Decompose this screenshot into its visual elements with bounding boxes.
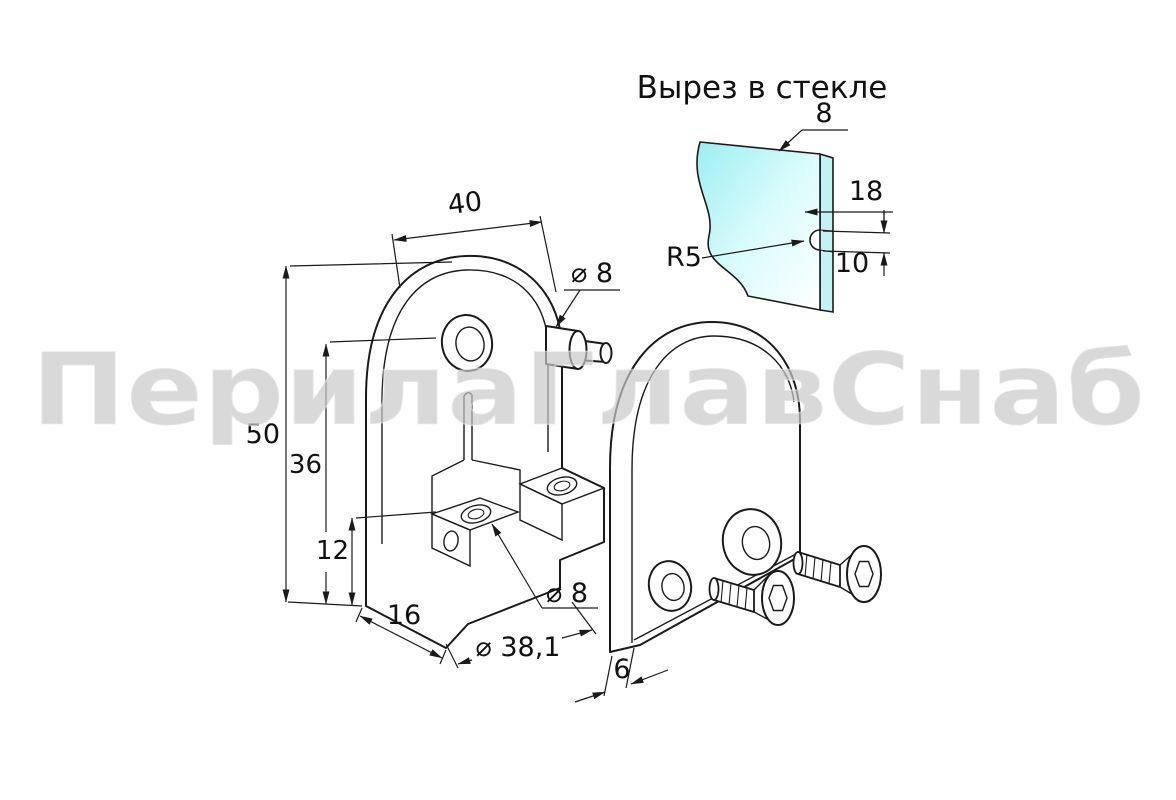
dim-bore-ext — [445, 601, 597, 669]
block-b-front — [519, 482, 563, 542]
dim-bore-label: ⌀ 38,1 — [476, 632, 561, 663]
watermark: ПерилаГлавСнаб — [31, 331, 1145, 448]
block-a-front-hole — [443, 530, 459, 552]
right-clamp-edge-line — [631, 335, 795, 643]
right-hole-1-inner — [661, 572, 685, 602]
block-a-front — [431, 512, 471, 568]
pin-collar-end — [568, 330, 588, 370]
dim-16-ext — [355, 607, 447, 665]
left-clamp-half — [365, 254, 606, 649]
dim-bore-line-a — [457, 657, 473, 665]
screw-2-threads — [804, 553, 832, 585]
screw-2-tip — [792, 551, 804, 575]
glass-cutout-detail — [696, 141, 834, 313]
dim-18-label: 18 — [849, 176, 883, 207]
screw-1-tip — [708, 577, 720, 601]
glass-detail-title: Вырез в стекле — [637, 70, 888, 106]
dim-hole-label: ⌀ 8 — [546, 578, 588, 609]
center-slit — [431, 392, 521, 514]
screw-2-hex-socket — [854, 560, 874, 588]
dim-hole-leader — [491, 523, 543, 609]
screw-2-shank — [797, 551, 841, 588]
dim-pin-label: ⌀ 8 — [571, 258, 613, 289]
dim-r5-leader — [701, 239, 805, 259]
dim-40-line — [393, 220, 543, 242]
dim-50-label: 50 — [246, 419, 280, 450]
dim-6-label: 6 — [613, 654, 630, 685]
block-a-boss-outer — [460, 504, 492, 524]
screw-1-head — [761, 570, 795, 626]
right-hole-2-inner — [741, 525, 771, 561]
dimensions-main: 40 ⌀ 8 50 36 12 16 ⌀ 38,1 ⌀ 8 6 — [246, 186, 669, 703]
right-hole-2-outer — [721, 508, 783, 576]
screw-1-hex-socket — [768, 584, 788, 612]
pin-end — [599, 342, 613, 364]
dim-40-ext — [391, 215, 557, 293]
dim-12-ext — [355, 511, 437, 519]
dim-36-ext — [329, 337, 437, 343]
block-a-boss-inner — [467, 508, 485, 520]
dim-16-label: 16 — [387, 600, 421, 631]
dim-10-ext — [822, 230, 891, 254]
dim-16-line — [359, 615, 443, 659]
top-hole-inner — [455, 326, 485, 362]
screw-1 — [708, 570, 795, 626]
glass-pin — [545, 325, 613, 370]
dim-6-ext — [603, 647, 635, 697]
dim-r5-label: R5 — [666, 242, 702, 273]
block-b-boss-inner — [553, 480, 571, 492]
dim-6-line-a — [574, 691, 606, 703]
block-b-boss-outer — [546, 476, 578, 496]
dim-12-label: 12 — [316, 536, 349, 566]
dim-6-line-b — [630, 669, 669, 685]
dim-glass-8-leader — [778, 129, 803, 152]
dim-glass-8-label: 8 — [815, 98, 832, 129]
screw-1-threads — [720, 579, 748, 611]
screw-2-head — [846, 545, 882, 603]
dim-40-label: 40 — [446, 186, 484, 221]
left-clamp-inner-dome — [381, 269, 549, 544]
glass-edge-strip — [819, 152, 834, 313]
dimensions-glass: 8 18 10 R5 — [666, 98, 893, 279]
dim-10-label: 10 — [835, 248, 869, 279]
glass-face — [696, 141, 821, 311]
screw-2 — [792, 545, 882, 603]
dim-pin-leader — [555, 289, 581, 328]
dim-36-label: 36 — [289, 450, 322, 480]
dim-bore-line-b — [561, 629, 593, 639]
right-clamp-half — [609, 321, 801, 653]
